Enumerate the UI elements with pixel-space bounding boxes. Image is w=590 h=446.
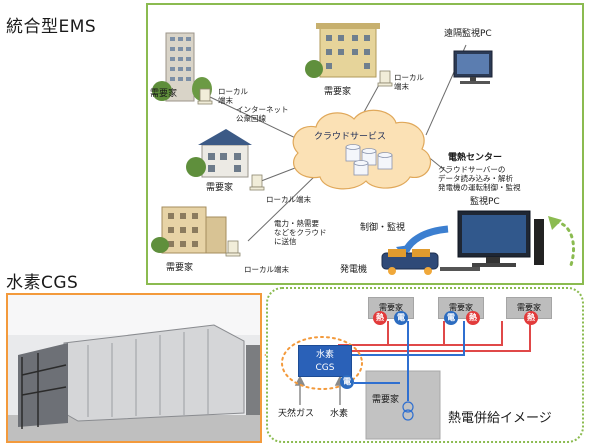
send-note: 電力・熱需要 などをクラウド に送信 (274, 219, 327, 246)
cgs-photo (6, 293, 262, 443)
ems-title: 統合型EMS (6, 17, 97, 37)
generator-label: 発電機 (340, 265, 368, 275)
hydrogen-cgs-box: 水素 CGS (298, 345, 352, 377)
internet-label: インターネット 公衆回線 (236, 105, 289, 123)
cloud-label: クラウドサービス (314, 132, 387, 142)
consumer-label-3: 需要家 (206, 183, 234, 193)
monitor-pc-label: 監視PC (470, 197, 500, 207)
building-school-icon (305, 23, 380, 78)
cloud-icon (292, 109, 432, 190)
chp-consumer-bottom: 需要家 (372, 395, 400, 405)
ems-diagram (151, 23, 544, 275)
ems-panel: 需要家 ローカル 端末 需要家 ローカル 端末 インターネット 公衆回線 クラウ… (146, 3, 584, 285)
local-terminal-icon-3 (249, 174, 265, 191)
hydrogen-label: 水素 (330, 409, 349, 419)
local-terminal-label-1: ローカル 端末 (218, 87, 248, 105)
local-terminal-label-4: ローカル端末 (244, 265, 289, 274)
chp-pipes (281, 321, 531, 440)
center-title: 電熱センター (448, 153, 503, 163)
consumer-label-1: 需要家 (150, 89, 178, 99)
building-house-icon (186, 129, 252, 178)
local-terminal-icon-2 (377, 70, 393, 87)
cgs-title: 水素CGS (6, 273, 79, 293)
building-office-icon (151, 206, 227, 254)
elec-badge-2: 電 (444, 311, 458, 325)
natural-gas-label: 天然ガス (278, 409, 315, 419)
building-apartment-icon (152, 32, 212, 102)
control-label: 制御・監視 (360, 223, 406, 233)
consumer-label-2: 需要家 (324, 87, 352, 97)
local-terminal-icon-4 (225, 240, 241, 257)
chp-caption: 熱電併給イメージ (448, 411, 552, 426)
remote-pc-icon (453, 50, 493, 84)
local-terminal-label-3: ローカル端末 (266, 195, 311, 204)
heat-badge-3: 熱 (524, 311, 538, 325)
consumer-label-4: 需要家 (166, 263, 194, 273)
center-desc: クラウドサーバーの データ読み込み・解析 発電機の運転制御・監視 (438, 165, 521, 192)
transformer-icon (402, 401, 414, 421)
chp-panel: 需要家 需要家 需要家 熱 電 電 熱 熱 水素 CGS 電 需要家 天然ガス … (266, 287, 584, 443)
generator-icon (381, 249, 439, 275)
heat-badge-2: 熱 (466, 311, 480, 325)
remote-pc-label: 遠隔監視PC (444, 29, 492, 39)
local-terminal-icon-1 (197, 88, 213, 105)
elec-badge-1: 電 (394, 311, 408, 325)
monitor-pc-icon (440, 210, 544, 271)
cgs-unit-illustration (8, 295, 260, 441)
elec-badge-3: 電 (340, 375, 354, 389)
local-terminal-label-2: ローカル 端末 (394, 73, 424, 91)
heat-badge-1: 熱 (373, 311, 387, 325)
